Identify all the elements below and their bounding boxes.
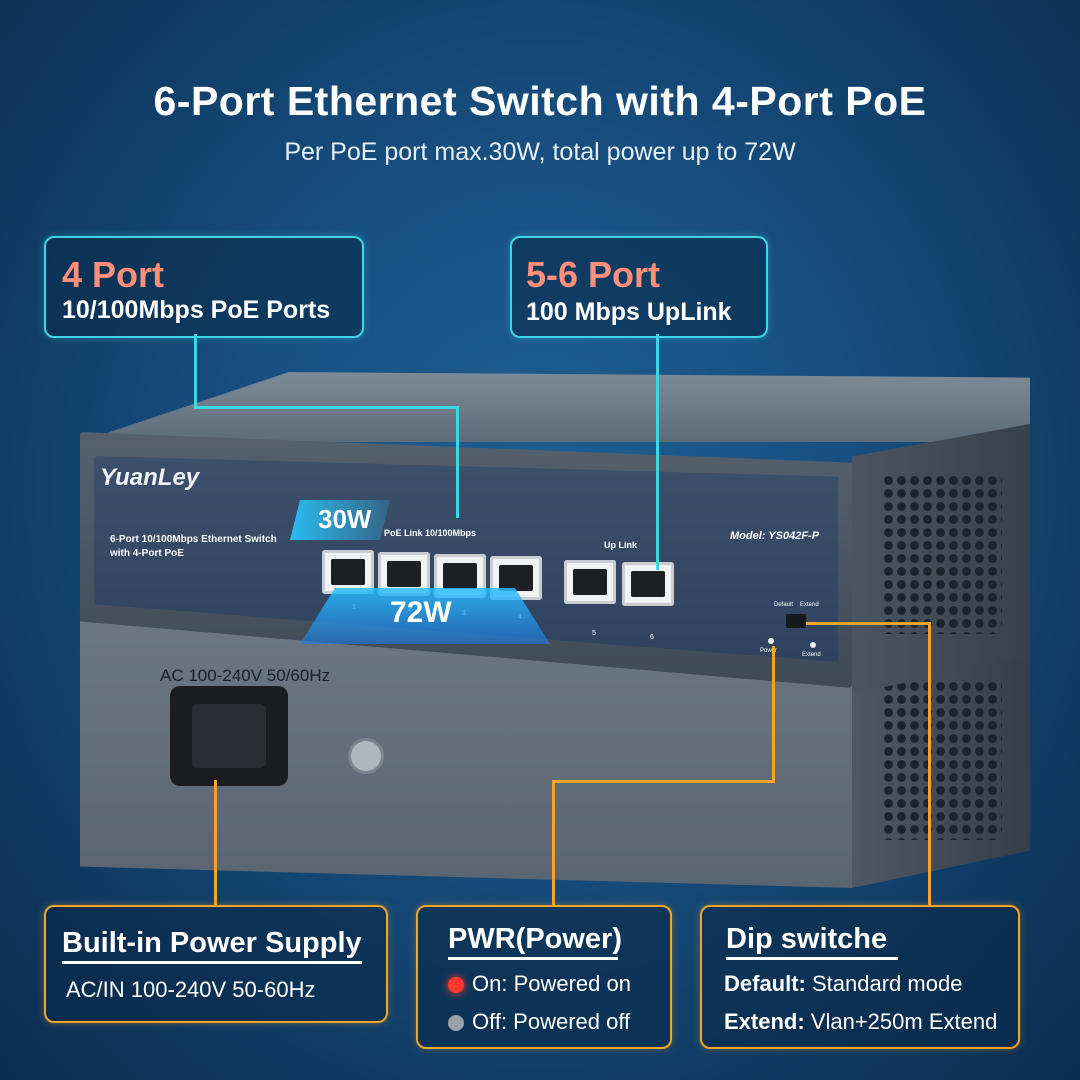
uplink-group-label: Up Link: [604, 540, 637, 550]
port-number-6: 6: [650, 634, 654, 641]
dip-extend-key: Extend:: [724, 1009, 805, 1034]
total-power-badge: 72W: [300, 588, 550, 644]
connector-pwr-horizontal: [552, 780, 775, 783]
connector-pwr-drop: [772, 646, 775, 782]
dip-extend-label: Extend: [800, 602, 819, 608]
connector-poe-drop: [456, 406, 459, 518]
box-power-supply-title: Built-in Power Supply: [62, 927, 362, 959]
poe-port-1[interactable]: [322, 550, 374, 594]
brand-logo: YuanLey: [100, 464, 200, 491]
connector-psu: [214, 780, 217, 906]
model-label: Model: YS042F-P: [730, 530, 820, 542]
switch-vents: [882, 474, 1002, 634]
callout-poe-ports: 4 Port 10/100Mbps PoE Ports: [44, 236, 364, 338]
per-port-power-badge: 30W: [290, 500, 390, 540]
ac-input-label: AC 100-240V 50/60Hz: [160, 666, 331, 685]
ac-socket-inner: [192, 704, 266, 768]
connector-uplink: [656, 334, 659, 570]
per-port-power-text: 30W: [318, 504, 372, 534]
box-power-supply-line: AC/IN 100-240V 50-60Hz: [66, 977, 316, 1002]
uplink-port-5[interactable]: [564, 560, 616, 604]
device-description-line1: 6-Port 10/100Mbps Ethernet Switch: [110, 534, 277, 545]
red-led-icon: [448, 977, 464, 994]
dip-extend-value: Vlan+250m Extend: [804, 1009, 998, 1034]
pwr-off-text: Off: Powered off: [472, 1009, 631, 1034]
box-dip-title: Dip switche: [726, 923, 888, 955]
uplink-port-6[interactable]: [622, 562, 674, 606]
dip-default-value: Standard mode: [805, 971, 963, 996]
poe-port-4[interactable]: [490, 556, 542, 600]
pwr-off-row: Off: Powered off: [448, 1009, 630, 1035]
psu-front-panel: AC 100-240V 50/60Hz: [80, 620, 852, 888]
callout-poe-subtext: 10/100Mbps PoE Ports: [62, 296, 331, 324]
extend-led-icon: [810, 642, 816, 648]
dip-extend-row: Extend: Vlan+250m Extend: [724, 1009, 997, 1035]
pwr-on-row: On: Powered on: [448, 971, 631, 997]
box-pwr: PWR(Power) On: Powered on Off: Powered o…: [416, 905, 672, 1049]
connector-pwr-box: [552, 780, 555, 906]
ac-power-socket[interactable]: [170, 686, 288, 786]
box-dip-switch: Dip switche Default: Standard mode Exten…: [700, 905, 1020, 1049]
dip-default-label: Default: [774, 602, 794, 608]
callout-poe-heading: 4 Port: [62, 254, 165, 295]
total-power-text: 72W: [390, 596, 452, 629]
dip-switch[interactable]: [786, 614, 806, 628]
title-underline: [726, 957, 898, 960]
ground-screw-icon: [348, 738, 384, 774]
dip-default-row: Default: Standard mode: [724, 971, 962, 997]
power-led-label: Power: [760, 648, 778, 654]
title-underline: [448, 957, 618, 960]
page-title: 6-Port Ethernet Switch with 4-Port PoE: [153, 78, 927, 124]
connector-dip-horizontal: [806, 622, 930, 625]
page-subtitle: Per PoE port max.30W, total power up to …: [284, 138, 796, 166]
psu-vents: [882, 680, 1002, 840]
callout-uplink-heading: 5-6 Port: [526, 254, 661, 295]
power-led-icon: [768, 638, 774, 644]
box-pwr-title: PWR(Power): [448, 923, 622, 955]
dip-default-key: Default:: [724, 971, 806, 996]
device-description-line2: with 4-Port PoE: [110, 548, 184, 559]
callout-uplink-subtext: 100 Mbps UpLink: [526, 298, 732, 326]
title-underline: [62, 961, 362, 964]
gray-led-icon: [448, 1015, 464, 1032]
port-number-5: 5: [592, 630, 596, 637]
extend-led-label: Extend: [802, 652, 821, 658]
connector-poe-vertical: [194, 334, 197, 408]
box-power-supply: Built-in Power Supply AC/IN 100-240V 50-…: [44, 905, 388, 1023]
poe-group-label: PoE Link 10/100Mbps: [384, 528, 477, 538]
connector-poe-horizontal: [194, 406, 459, 409]
connector-dip-drop: [928, 622, 931, 906]
pwr-on-text: On: Powered on: [472, 971, 631, 996]
switch-side-panel: [852, 424, 1030, 694]
callout-uplink-ports: 5-6 Port 100 Mbps UpLink: [510, 236, 768, 338]
